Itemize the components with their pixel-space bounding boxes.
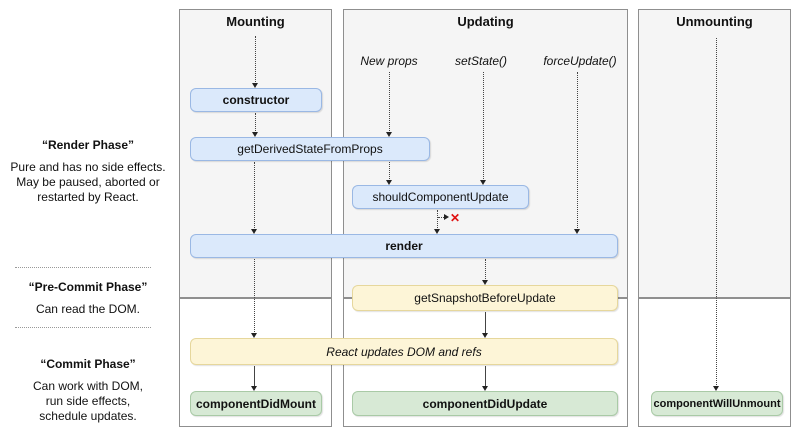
render-node[interactable]: render [190,234,618,258]
getderivedstatefromprops-node[interactable]: getDerivedStateFromProps [190,137,430,161]
componentwillunmount-node[interactable]: componentWillUnmount [651,391,783,416]
render-phase-title: “Render Phase” [41,138,135,152]
pre-commit-phase-label: “Pre-Commit Phase” Can read the DOM. [2,280,174,317]
pre-commit-phase-title: “Pre-Commit Phase” [28,280,148,294]
render-phase-label: “Render Phase” Pure and has no side effe… [2,138,174,205]
shouldcomponentupdate-node[interactable]: shouldComponentUpdate [352,185,529,209]
setstate-label: setState() [454,54,508,68]
react-updates-dom-node: React updates DOM and refs [190,338,618,365]
getsnapshotbeforeupdate-node[interactable]: getSnapshotBeforeUpdate [352,285,618,311]
branch-false-arrowhead [444,214,449,220]
new-props-label: New props [360,54,418,68]
render-phase-desc-line: Pure and has no side effects. [10,160,166,174]
no-update-x-icon: ✕ [450,211,461,225]
phase-separator [15,327,151,328]
render-phase-desc-line: May be paused, aborted or [16,175,160,189]
branch-shouldcomponentupdate-false [438,217,444,218]
componentdidupdate-node[interactable]: componentDidUpdate [352,391,618,416]
pre-commit-phase-desc-line: Can read the DOM. [35,302,141,316]
commit-phase-desc-line: schedule updates. [39,409,137,423]
unmounting-column-title: Unmounting [676,14,753,29]
commit-phase-desc-line: Can work with DOM, [32,379,144,393]
commit-phase-title: “Commit Phase” [40,357,136,371]
updating-column-title: Updating [457,14,514,29]
forceupdate-label: forceUpdate() [543,54,617,68]
commit-phase-label: “Commit Phase” Can work with DOM, run si… [2,357,174,424]
unmounting-render-phase-panel [638,9,791,298]
mounting-column-title: Mounting [226,14,285,29]
phase-separator [15,267,151,268]
constructor-node[interactable]: constructor [190,88,322,112]
componentdidmount-node[interactable]: componentDidMount [190,391,322,416]
render-phase-desc-line: restarted by React. [37,190,139,204]
commit-phase-desc-line: run side effects, [45,394,131,408]
